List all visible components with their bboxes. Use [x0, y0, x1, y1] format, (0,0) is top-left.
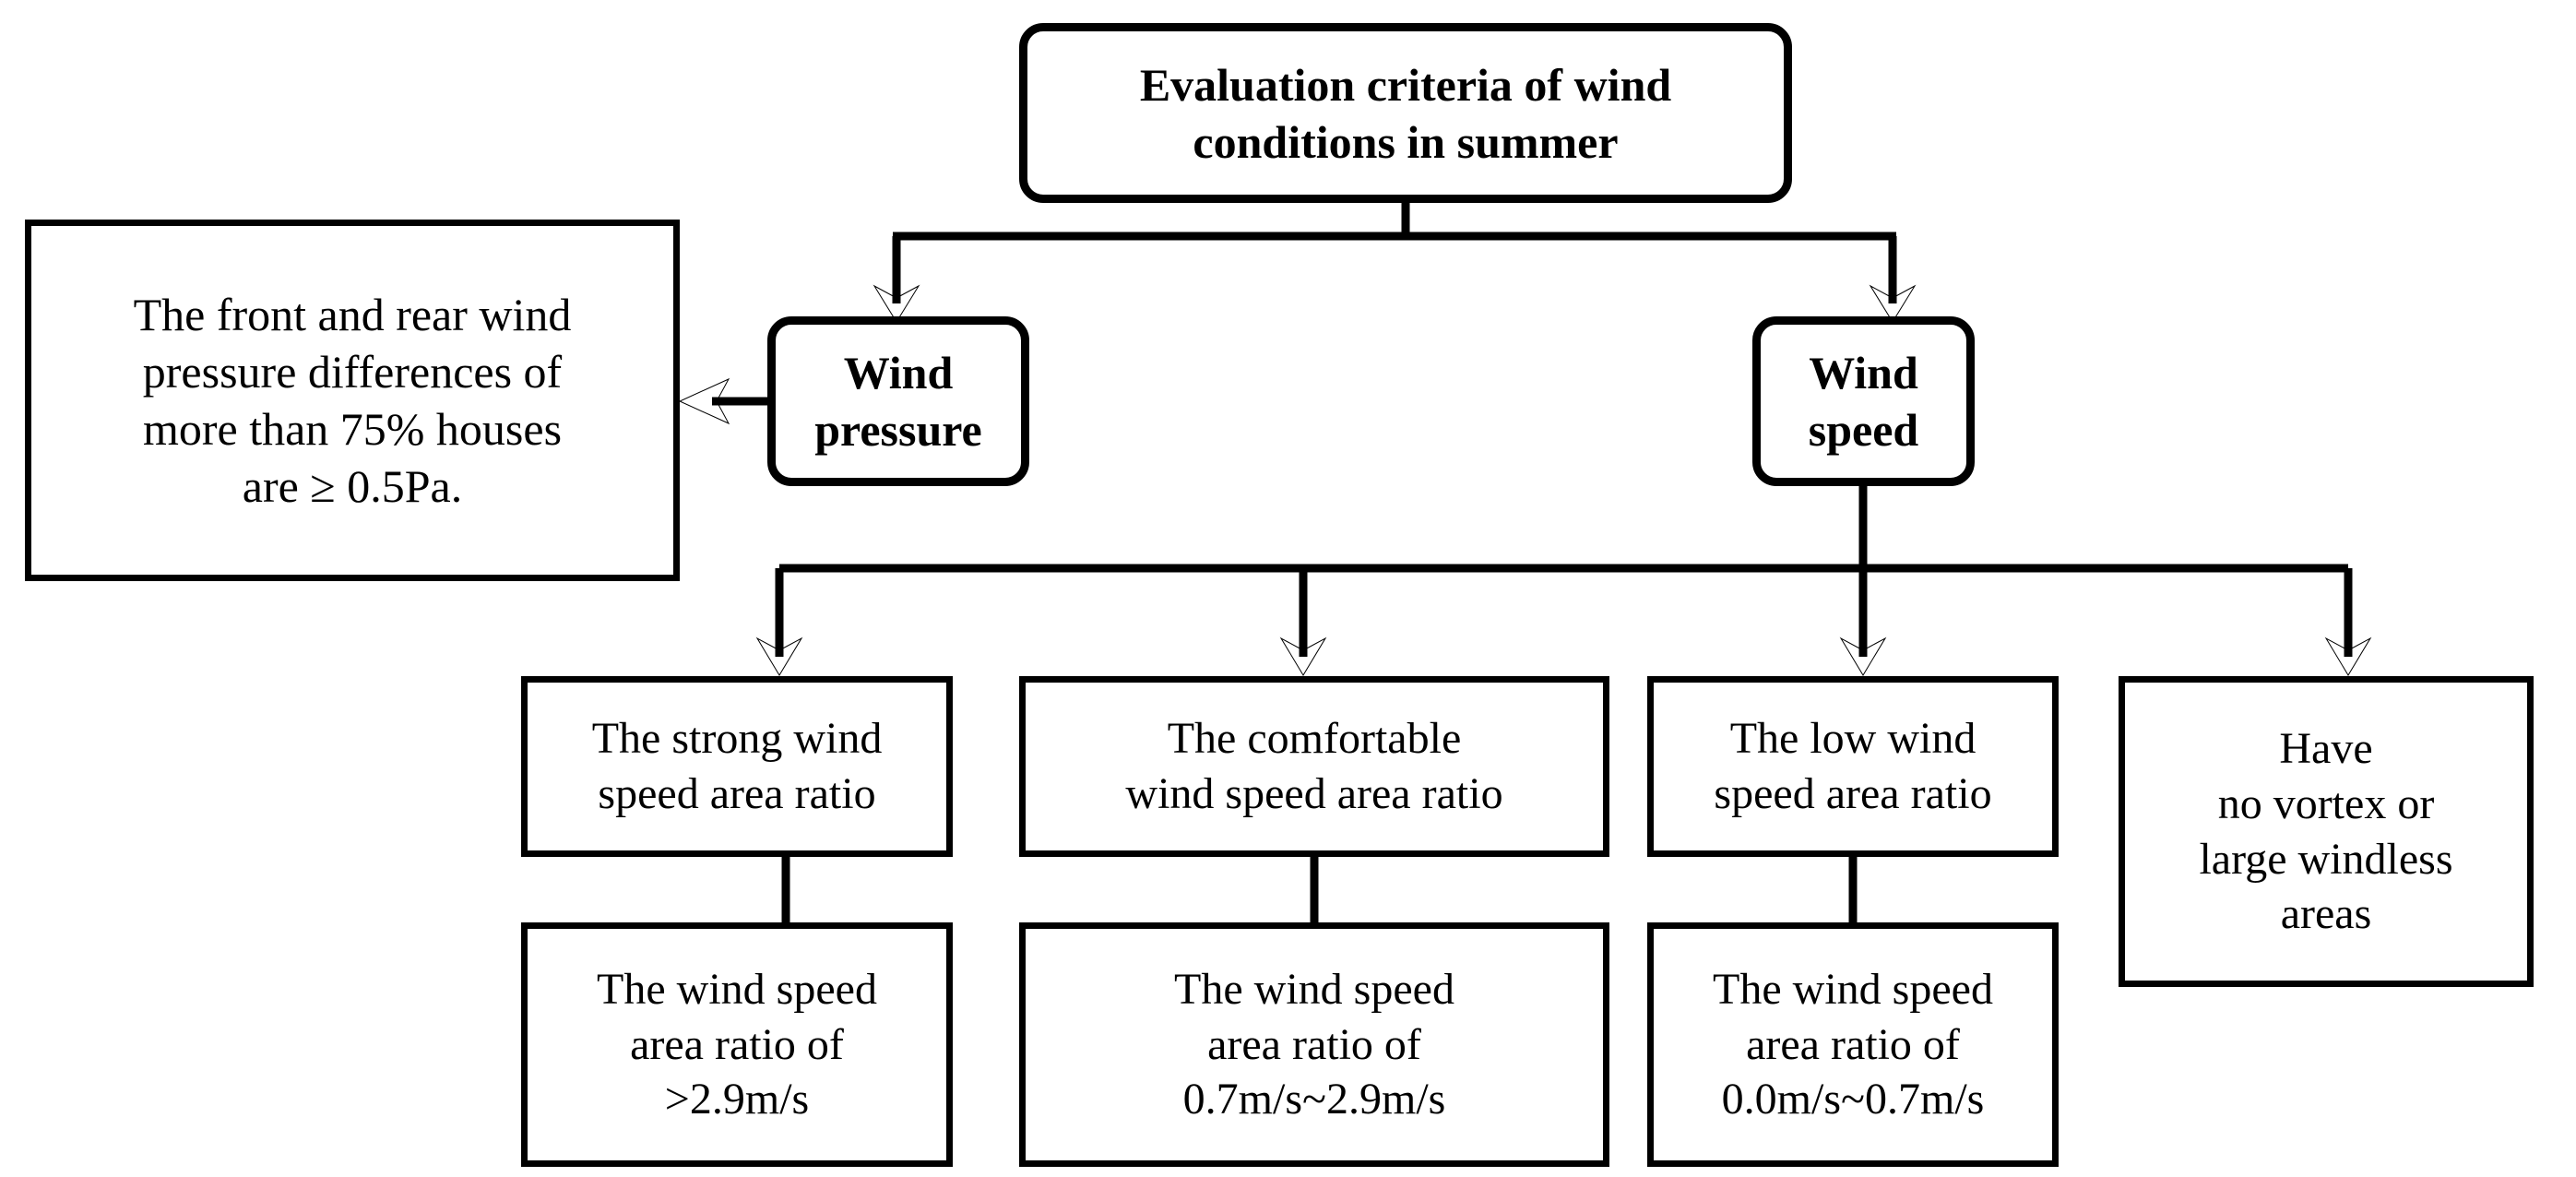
- node-criterion-vortex[interactable]: Have no vortex or large windless areas: [2119, 676, 2534, 987]
- node-wind-pressure-criterion[interactable]: The front and rear wind pressure differe…: [25, 220, 680, 581]
- arrowhead-criterion-vortex: [2324, 636, 2372, 676]
- arrowhead-criterion-low: [1839, 636, 1887, 676]
- arrowhead-criterion-comfortable: [1279, 636, 1327, 676]
- node-root[interactable]: Evaluation criteria of wind conditions i…: [1019, 23, 1792, 203]
- node-range-strong-label: The wind speed area ratio of >2.9m/s: [597, 965, 877, 1124]
- node-criterion-comfortable-label: The comfortable wind speed area ratio: [1125, 714, 1503, 818]
- node-wind-pressure[interactable]: Wind pressure: [767, 316, 1029, 486]
- node-criterion-vortex-label: Have no vortex or large windless areas: [2199, 724, 2453, 939]
- node-wind-pressure-criterion-label: The front and rear wind pressure differe…: [133, 289, 572, 512]
- node-criterion-comfortable[interactable]: The comfortable wind speed area ratio: [1019, 676, 1609, 857]
- arrowhead-wind-pressure-criterion: [678, 377, 730, 425]
- node-range-comfortable[interactable]: The wind speed area ratio of 0.7m/s~2.9m…: [1019, 922, 1609, 1167]
- node-root-label: Evaluation criteria of wind conditions i…: [1139, 58, 1672, 168]
- node-wind-pressure-label: Wind pressure: [814, 347, 982, 456]
- node-range-strong[interactable]: The wind speed area ratio of >2.9m/s: [521, 922, 953, 1167]
- node-range-low[interactable]: The wind speed area ratio of 0.0m/s~0.7m…: [1647, 922, 2059, 1167]
- node-wind-speed-label: Wind speed: [1808, 347, 1919, 456]
- node-wind-speed[interactable]: Wind speed: [1752, 316, 1975, 486]
- node-range-comfortable-label: The wind speed area ratio of 0.7m/s~2.9m…: [1174, 965, 1454, 1124]
- node-criterion-strong[interactable]: The strong wind speed area ratio: [521, 676, 953, 857]
- node-criterion-strong-label: The strong wind speed area ratio: [591, 714, 883, 818]
- node-criterion-low-label: The low wind speed area ratio: [1714, 714, 1992, 818]
- node-range-low-label: The wind speed area ratio of 0.0m/s~0.7m…: [1713, 965, 1993, 1124]
- arrowhead-criterion-strong: [755, 636, 803, 676]
- node-criterion-low[interactable]: The low wind speed area ratio: [1647, 676, 2059, 857]
